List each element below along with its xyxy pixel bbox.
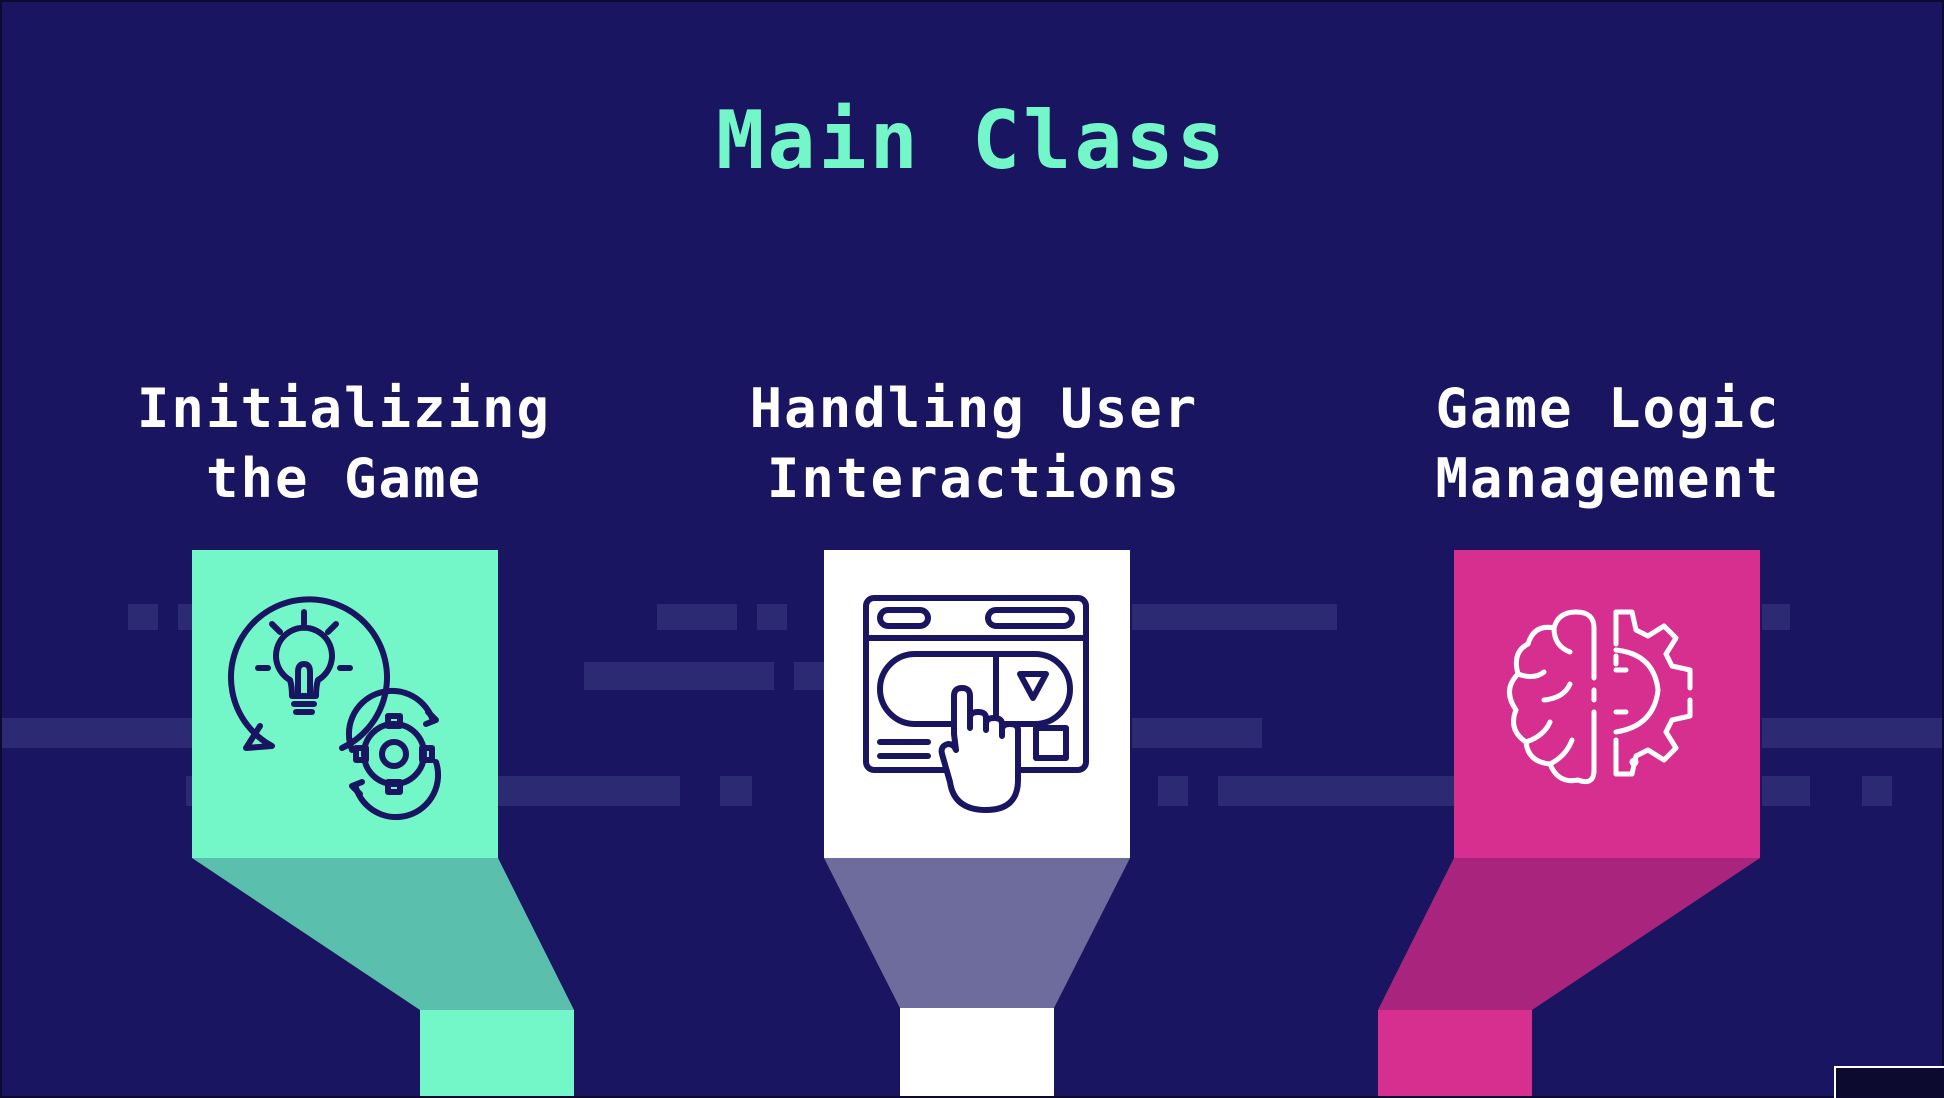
item-2-funnel xyxy=(824,858,1130,1008)
brain-gear-icon xyxy=(1507,609,1693,785)
lightbulb-gear-icon xyxy=(228,596,441,821)
item-1-funnel xyxy=(192,858,574,1010)
item-2-label-line-2: Interactions xyxy=(766,447,1182,510)
item-1-card xyxy=(192,550,498,858)
item-3-label-line-2: Management xyxy=(1435,447,1781,510)
item-2-stem xyxy=(900,1008,1054,1096)
browser-click-icon xyxy=(863,595,1089,813)
item-1-label-line-2: the Game xyxy=(205,447,483,510)
item-2-card xyxy=(824,550,1130,858)
item-2-label-line-1: Handling User xyxy=(749,377,1199,440)
page-title: Main Class xyxy=(716,94,1228,187)
item-1-stem xyxy=(420,1010,574,1096)
item-1-label-line-1: Initializing xyxy=(136,377,552,440)
item-3-stem xyxy=(1378,1010,1532,1096)
corner-marker xyxy=(1834,1066,1944,1098)
item-3-funnel xyxy=(1378,858,1760,1010)
item-3-card xyxy=(1454,550,1760,858)
item-3-label: Game Logic Management xyxy=(1328,374,1888,514)
item-3-label-line-1: Game Logic xyxy=(1435,377,1781,440)
item-1-label: Initializing the Game xyxy=(64,374,624,514)
item-2-label: Handling User Interactions xyxy=(694,374,1254,514)
